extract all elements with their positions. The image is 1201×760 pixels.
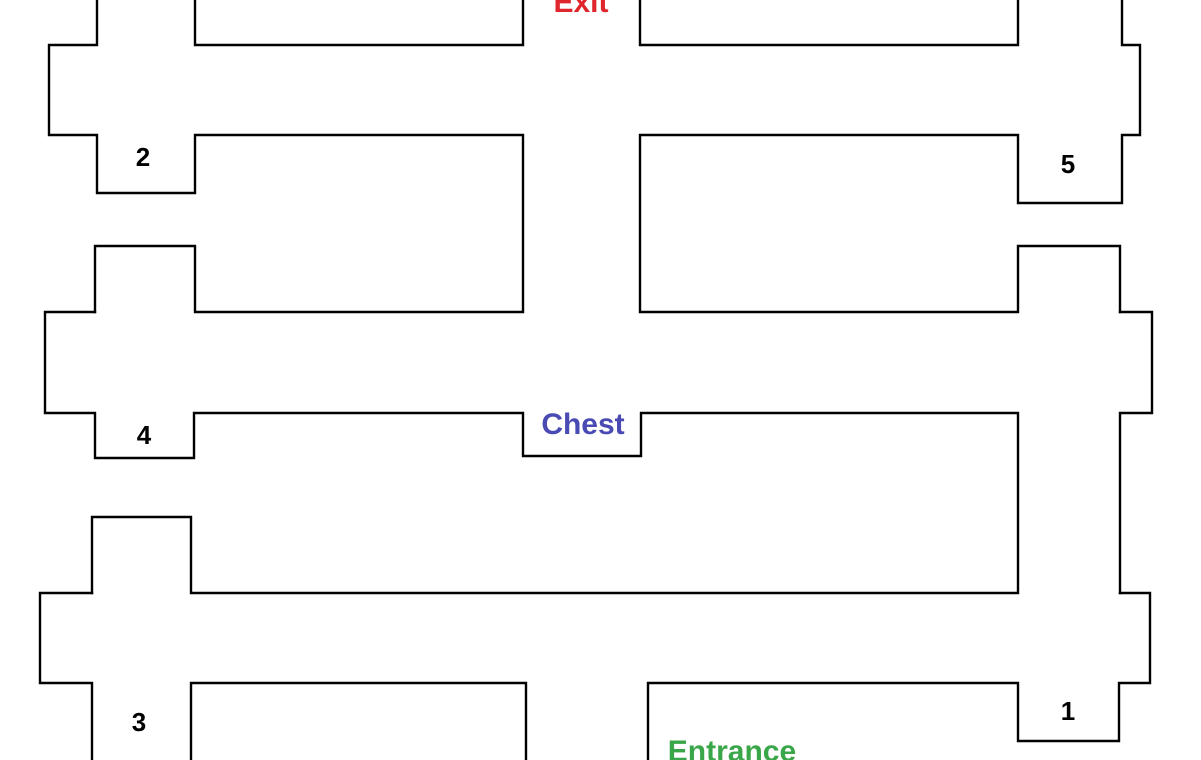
entrance-label: Entrance: [668, 735, 796, 760]
middle-corridor-left-end: [43, 310, 1020, 595]
room-1-label: 1: [1061, 696, 1075, 726]
room-4-label: 4: [137, 420, 152, 450]
top-corridor-right-end: [638, 0, 1142, 314]
bottom-corridor-left-end: [38, 591, 94, 760]
chest-label: Chest: [541, 408, 624, 441]
top-corridor-upper-wall: [193, 0, 525, 47]
top-corridor-upper-wall-right: [638, 0, 1020, 47]
room-2-label: 2: [136, 142, 150, 172]
top-corridor-upper-wall-left: [47, 0, 525, 314]
bottom-corridor-lower-wall-left: [189, 681, 528, 760]
bottom-corridor-lower-wall-right: [646, 591, 1152, 760]
middle-corridor-right-end: [1118, 310, 1154, 595]
room-3-label: 3: [132, 707, 146, 737]
exit-label: Exit: [553, 0, 608, 19]
room-5-label: 5: [1061, 149, 1075, 179]
